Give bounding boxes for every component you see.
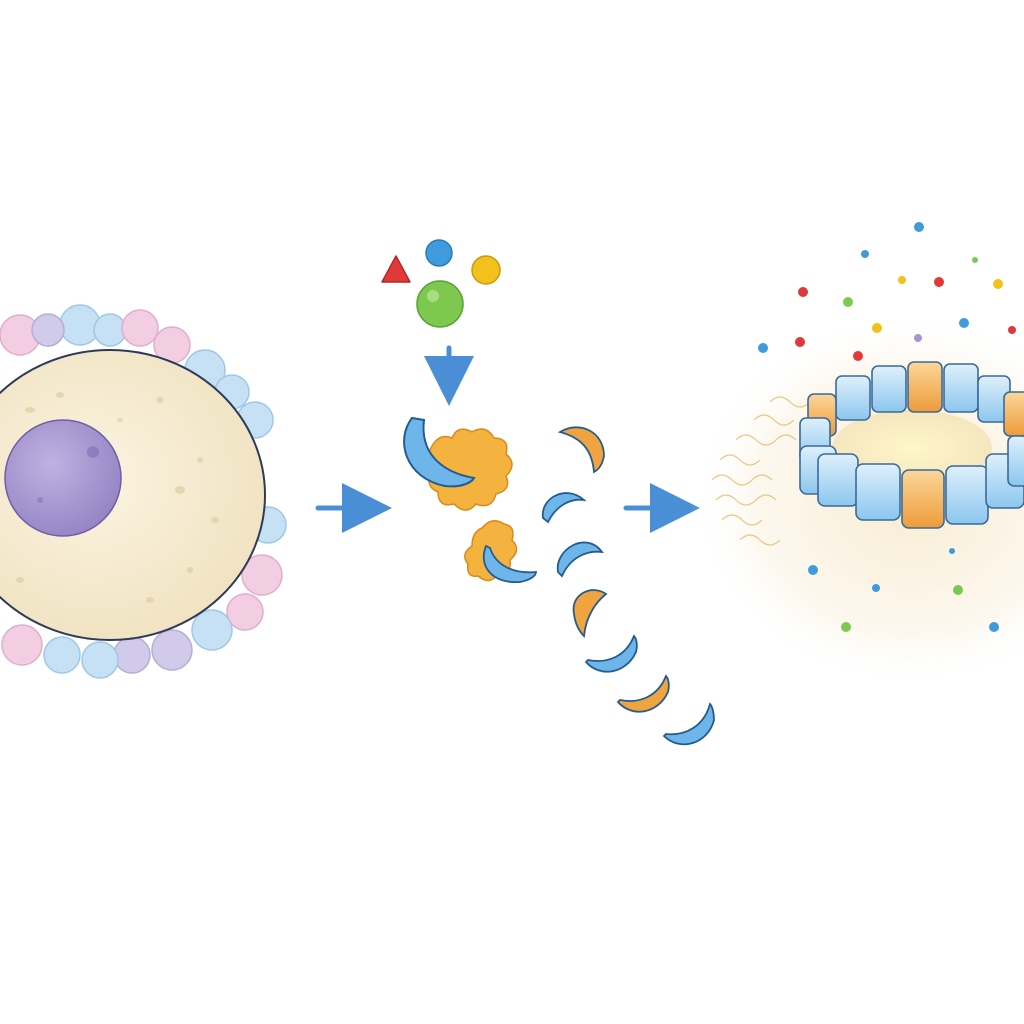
membrane-blebs — [0, 304, 287, 679]
subunit-crescent — [616, 674, 670, 713]
fibrous-strands — [711, 396, 811, 546]
ring-stage — [690, 222, 1024, 690]
released-particles — [758, 222, 1016, 632]
nucleolus — [87, 446, 99, 458]
orange-chaperone — [425, 428, 513, 511]
building-block-molecules — [381, 239, 501, 328]
blue-molecule — [425, 239, 453, 267]
yellow-molecule — [471, 255, 501, 285]
red-triangle-molecule — [381, 255, 411, 283]
subunit-crescent — [403, 416, 476, 488]
subunit-crescents — [403, 416, 715, 746]
subunit-crescent — [542, 492, 587, 524]
subunit-crescent — [572, 589, 608, 638]
green-molecule — [416, 280, 464, 328]
subunit-crescent — [556, 541, 604, 578]
subunit-crescent — [584, 634, 638, 673]
cell-stage — [0, 304, 287, 679]
subunit-crescent — [557, 426, 605, 474]
nucleus — [4, 419, 122, 537]
subunit-crescent — [662, 702, 715, 746]
assembly-stage — [381, 239, 715, 746]
cytoplasm-granules — [16, 392, 219, 603]
subunit-crescent — [482, 544, 537, 583]
ring-subunits — [799, 361, 1024, 529]
